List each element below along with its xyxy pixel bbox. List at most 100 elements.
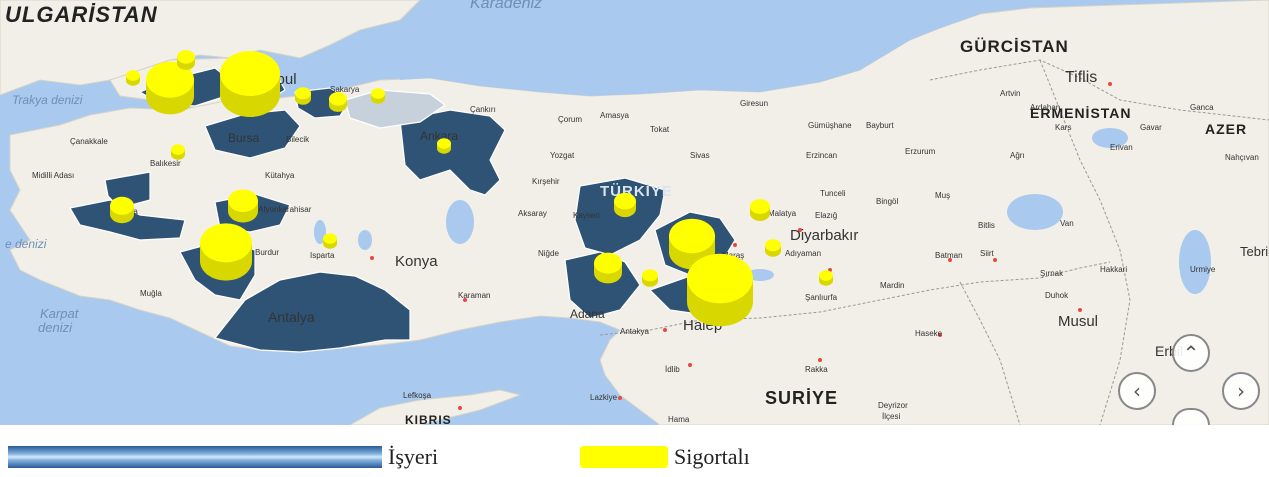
legend-label-sigortali: Sigortalı [674,444,750,469]
svg-text:Gavar: Gavar [1140,123,1162,132]
sigortali-bubble-15[interactable] [642,269,658,287]
svg-text:Hakkari: Hakkari [1100,265,1127,274]
label-turkey: TÜRKİYE [600,183,673,200]
svg-text:Şanlıurfa: Şanlıurfa [805,293,838,302]
label-karpathian-sea-1: Karpat [40,306,80,321]
svg-text:Kırşehir: Kırşehir [532,177,560,186]
svg-text:Nahçıvan: Nahçıvan [1225,153,1259,162]
sigortali-bubble-3[interactable] [126,70,140,86]
svg-text:Niğde: Niğde [538,249,559,258]
label-bulgaria: ULGARİSTAN [5,2,158,27]
label-armenia: ERMENİSTAN [1030,105,1132,121]
svg-text:Bilecik: Bilecik [286,135,310,144]
label-antalya: Antalya [268,309,315,325]
svg-text:Erivan: Erivan [1110,143,1133,152]
svg-text:İlçesi: İlçesi [882,412,900,421]
svg-text:Midilli Adası: Midilli Adası [32,171,74,180]
sigortali-bubble-8[interactable] [171,144,185,160]
up-arrow-icon[interactable]: ⌃ [1172,334,1210,372]
svg-text:Urmiye: Urmiye [1190,265,1216,274]
svg-text:Deyrizor: Deyrizor [878,401,908,410]
svg-text:Lazkiye: Lazkiye [590,393,618,402]
country-labels: ULGARİSTAN GÜRCİSTAN ERMENİSTAN AZER TÜR… [5,2,1246,427]
city-dots [370,82,1112,410]
sigortali-bubble-14[interactable] [594,252,622,284]
province-antalya[interactable] [213,271,411,353]
label-tebriz: Tebri [1240,244,1268,259]
sigortali-bubbles [110,50,833,327]
sigortali-bubble-7[interactable] [437,138,451,154]
black-sea [390,0,980,96]
svg-text:Elazığ: Elazığ [815,211,837,220]
left-arrow-icon[interactable]: ‹ [1118,372,1156,410]
svg-text:Isparta: Isparta [310,251,335,260]
sigortali-bubble-10[interactable] [228,189,258,223]
sigortali-bubble-12[interactable] [323,233,337,249]
svg-text:Kütahya: Kütahya [265,171,295,180]
lake-urmia [1179,230,1211,294]
sea-labels: Karadeniz Trakya denizi e denizi Karpat … [5,0,542,335]
lake-tuz [446,200,474,244]
svg-text:Malatya: Malatya [768,209,797,218]
sigortali-bubble-17[interactable] [687,253,753,327]
svg-text:Çankırı: Çankırı [470,105,496,114]
label-black-sea: Karadeniz [470,0,542,12]
svg-text:Aksaray: Aksaray [518,209,547,218]
sigortali-bubble-11[interactable] [200,223,252,281]
svg-text:Gümüşhane: Gümüşhane [808,121,852,130]
svg-text:Karaman: Karaman [458,291,490,300]
lake-van [1007,194,1063,230]
svg-text:Şırnak: Şırnak [1040,269,1064,278]
svg-text:Rakka: Rakka [805,365,828,374]
province-bolu-zonguldak[interactable] [344,89,447,129]
legend-swatch-isyeri [8,446,382,468]
sigortali-bubble-13[interactable] [614,192,636,218]
svg-text:Antakya: Antakya [620,327,649,336]
sigortali-bubble-18[interactable] [750,199,770,221]
lake-egirdir [314,220,326,244]
svg-text:Tokat: Tokat [650,125,670,134]
sigortali-bubble-4[interactable] [295,87,311,105]
label-thracian-sea: Trakya denizi [12,93,83,107]
sigortali-bubble-16[interactable] [669,218,715,270]
svg-text:Van: Van [1060,219,1074,228]
right-arrow-icon[interactable]: › [1222,372,1260,410]
sigortali-bubble-5[interactable] [329,92,347,112]
sigortali-bubble-20[interactable] [819,270,833,286]
svg-text:Sivas: Sivas [690,151,710,160]
lake-ataturk [746,269,774,281]
label-tiflis: Tiflis [1065,69,1097,86]
svg-text:Artvin: Artvin [1000,89,1020,98]
label-ankara: Ankara [420,129,458,143]
sigortali-bubble-1[interactable] [146,61,194,115]
legend-swatch-sigortali [580,446,668,468]
svg-text:Giresun: Giresun [740,99,768,108]
svg-text:Bingöl: Bingöl [876,197,898,206]
sigortali-bubble-0[interactable] [220,51,280,117]
sigortali-bubble-19[interactable] [765,239,781,257]
svg-text:Kars: Kars [1055,123,1071,132]
sigortali-bubble-9[interactable] [110,196,134,224]
svg-text:Mardin: Mardin [880,281,904,290]
label-adana: Adana [570,307,605,321]
label-syria: SURİYE [765,388,838,408]
svg-text:Bayburt: Bayburt [866,121,894,130]
svg-text:Afyonkarahisar: Afyonkarahisar [258,205,312,214]
svg-text:Muş: Muş [935,191,950,200]
major-city-labels: Konya Antalya Diyarbakır Halep Musul Tif… [228,69,1268,359]
label-konya: Konya [395,253,438,270]
svg-text:Ganca: Ganca [1190,103,1214,112]
province-kayseri[interactable] [574,177,666,256]
svg-text:Erzincan: Erzincan [806,151,837,160]
svg-text:Batman: Batman [935,251,963,260]
lake-beysehir [358,230,372,250]
label-diyarbakir: Diyarbakır [790,227,858,244]
legend: İşyeri Sigortalı [0,440,1269,474]
country-borders [599,59,1269,426]
province-ankara[interactable] [399,109,506,196]
svg-text:Kayseri: Kayseri [573,211,600,220]
sigortali-bubble-6[interactable] [371,88,385,104]
sigortali-bubble-2[interactable] [177,50,195,70]
svg-text:Sakarya: Sakarya [330,85,360,94]
choropleth-map[interactable]: ULGARİSTAN GÜRCİSTAN ERMENİSTAN AZER TÜR… [0,0,1269,427]
